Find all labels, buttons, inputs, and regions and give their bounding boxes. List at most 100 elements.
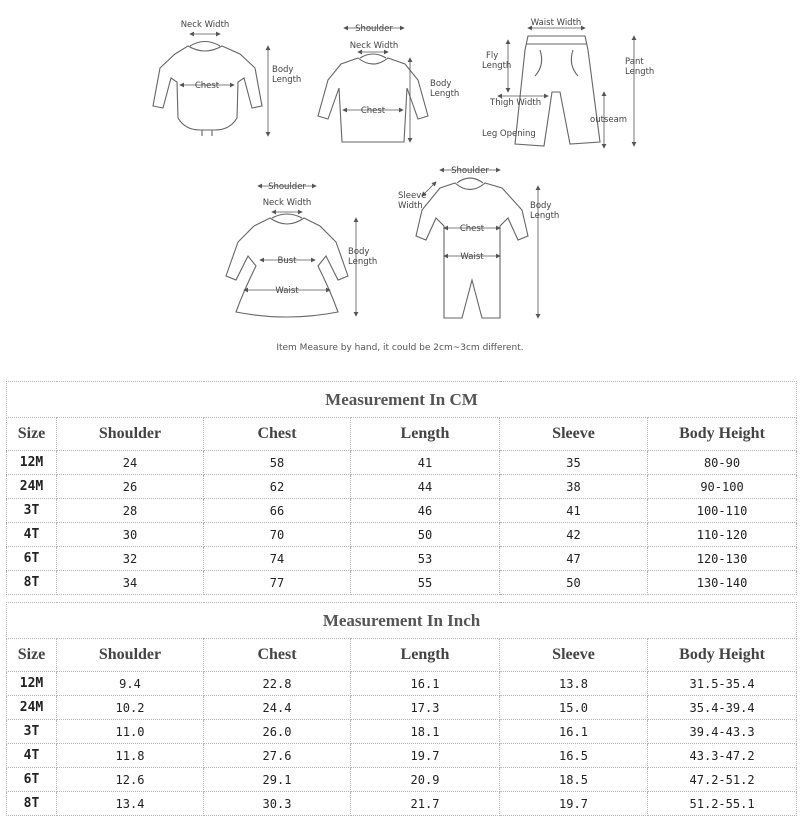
label-body-length-2: Length xyxy=(530,211,559,221)
label-waist: Waist xyxy=(460,252,484,262)
cell: 39.4-43.3 xyxy=(646,719,798,744)
cell: 74 xyxy=(203,546,351,571)
cell: 3T xyxy=(6,498,57,523)
cell: 50 xyxy=(350,522,500,547)
cell: 90-100 xyxy=(646,474,798,499)
col-header: Body Height xyxy=(646,417,798,451)
cell: 80-90 xyxy=(646,450,798,475)
label-thigh-width: Thigh Width xyxy=(489,98,541,108)
measurement-table-inch: Measurement In Inch Size Shoulder Chest … xyxy=(5,602,798,816)
col-header: Chest xyxy=(203,417,351,451)
label-pant-length-2: Length xyxy=(625,67,654,77)
label-chest: Chest xyxy=(460,224,485,234)
label-sleeve-width-2: Width xyxy=(398,201,423,211)
cell: 43.3-47.2 xyxy=(646,743,798,768)
cell: 32 xyxy=(56,546,204,571)
cell: 44 xyxy=(350,474,500,499)
col-header: Size xyxy=(6,417,57,451)
col-header: Size xyxy=(6,638,57,672)
label-neck-width: Neck Width xyxy=(350,41,399,51)
cell: 29.1 xyxy=(203,767,351,792)
cell: 35.4-39.4 xyxy=(646,695,798,720)
label-shoulder: Shoulder xyxy=(268,182,306,192)
cell: 62 xyxy=(203,474,351,499)
measurement-table-cm: Measurement In CM Size Shoulder Chest Le… xyxy=(5,381,798,595)
cell: 30 xyxy=(56,522,204,547)
cell: 24.4 xyxy=(203,695,351,720)
label-fly-length-2: Length xyxy=(482,61,511,71)
cell: 35 xyxy=(499,450,648,475)
measure-note: Item Measure by hand, it could be 2cm~3c… xyxy=(276,343,524,353)
label-shoulder: Shoulder xyxy=(451,166,489,176)
cell: 130-140 xyxy=(646,570,798,595)
label-pant-length-1: Pant xyxy=(625,57,644,67)
cell: 34 xyxy=(56,570,204,595)
label-body-length-2: Length xyxy=(430,89,459,99)
cell: 53 xyxy=(350,546,500,571)
pants-drawing xyxy=(514,35,601,147)
cell: 13.4 xyxy=(56,791,204,816)
label-body-length-1: Body xyxy=(530,201,551,211)
cell: 6T xyxy=(6,546,57,571)
top-drawing xyxy=(317,53,429,143)
cell: 12.6 xyxy=(56,767,204,792)
cell: 58 xyxy=(203,450,351,475)
table-title: Measurement In Inch xyxy=(5,602,798,639)
cell: 11.8 xyxy=(56,743,204,768)
cell: 12M xyxy=(6,671,57,696)
cell: 16.5 xyxy=(499,743,648,768)
col-header: Shoulder xyxy=(56,417,204,451)
cell: 16.1 xyxy=(499,719,648,744)
cell: 47 xyxy=(499,546,648,571)
label-waist-width: Waist Width xyxy=(531,18,582,28)
label-neck-width: Neck Width xyxy=(263,198,312,208)
cell: 46 xyxy=(350,498,500,523)
cell: 10.2 xyxy=(56,695,204,720)
col-header: Length xyxy=(350,638,500,672)
cell: 21.7 xyxy=(350,791,500,816)
cell: 15.0 xyxy=(499,695,648,720)
cell: 3T xyxy=(6,719,57,744)
cell: 50 xyxy=(499,570,648,595)
cell: 26.0 xyxy=(203,719,351,744)
label-body-length-1: Body xyxy=(430,79,451,89)
romper-drawing xyxy=(415,177,529,319)
cell: 31.5-35.4 xyxy=(646,671,798,696)
cell: 12M xyxy=(6,450,57,475)
col-header: Body Height xyxy=(646,638,798,672)
cell: 24M xyxy=(6,474,57,499)
label-leg-opening: Leg Opening xyxy=(482,129,536,139)
label-body-length-1: Body xyxy=(272,65,293,75)
label-neck-width: Neck Width xyxy=(181,20,230,30)
col-header: Shoulder xyxy=(56,638,204,672)
label-chest: Chest xyxy=(361,106,386,116)
cell: 41 xyxy=(350,450,500,475)
cell: 110-120 xyxy=(646,522,798,547)
label-body-length-2: Length xyxy=(272,75,301,85)
cell: 8T xyxy=(6,791,57,816)
col-header: Sleeve xyxy=(499,638,648,672)
label-shoulder: Shoulder xyxy=(355,24,393,34)
cell: 66 xyxy=(203,498,351,523)
cell: 120-130 xyxy=(646,546,798,571)
cell: 19.7 xyxy=(499,791,648,816)
cell: 70 xyxy=(203,522,351,547)
cell: 4T xyxy=(6,743,57,768)
label-body-length-1: Body xyxy=(348,247,369,257)
cell: 4T xyxy=(6,522,57,547)
cell: 24M xyxy=(6,695,57,720)
header-row: Size Shoulder Chest Length Sleeve Body H… xyxy=(6,417,798,451)
bodysuit-drawing xyxy=(152,40,263,136)
col-header: Length xyxy=(350,417,500,451)
label-sleeve-width-1: Sleeve xyxy=(398,191,426,201)
cell: 27.6 xyxy=(203,743,351,768)
garment-illustrations: Neck Width Body Length Chest Shoulder Ne… xyxy=(152,18,654,319)
cell: 16.1 xyxy=(350,671,500,696)
cell: 26 xyxy=(56,474,204,499)
